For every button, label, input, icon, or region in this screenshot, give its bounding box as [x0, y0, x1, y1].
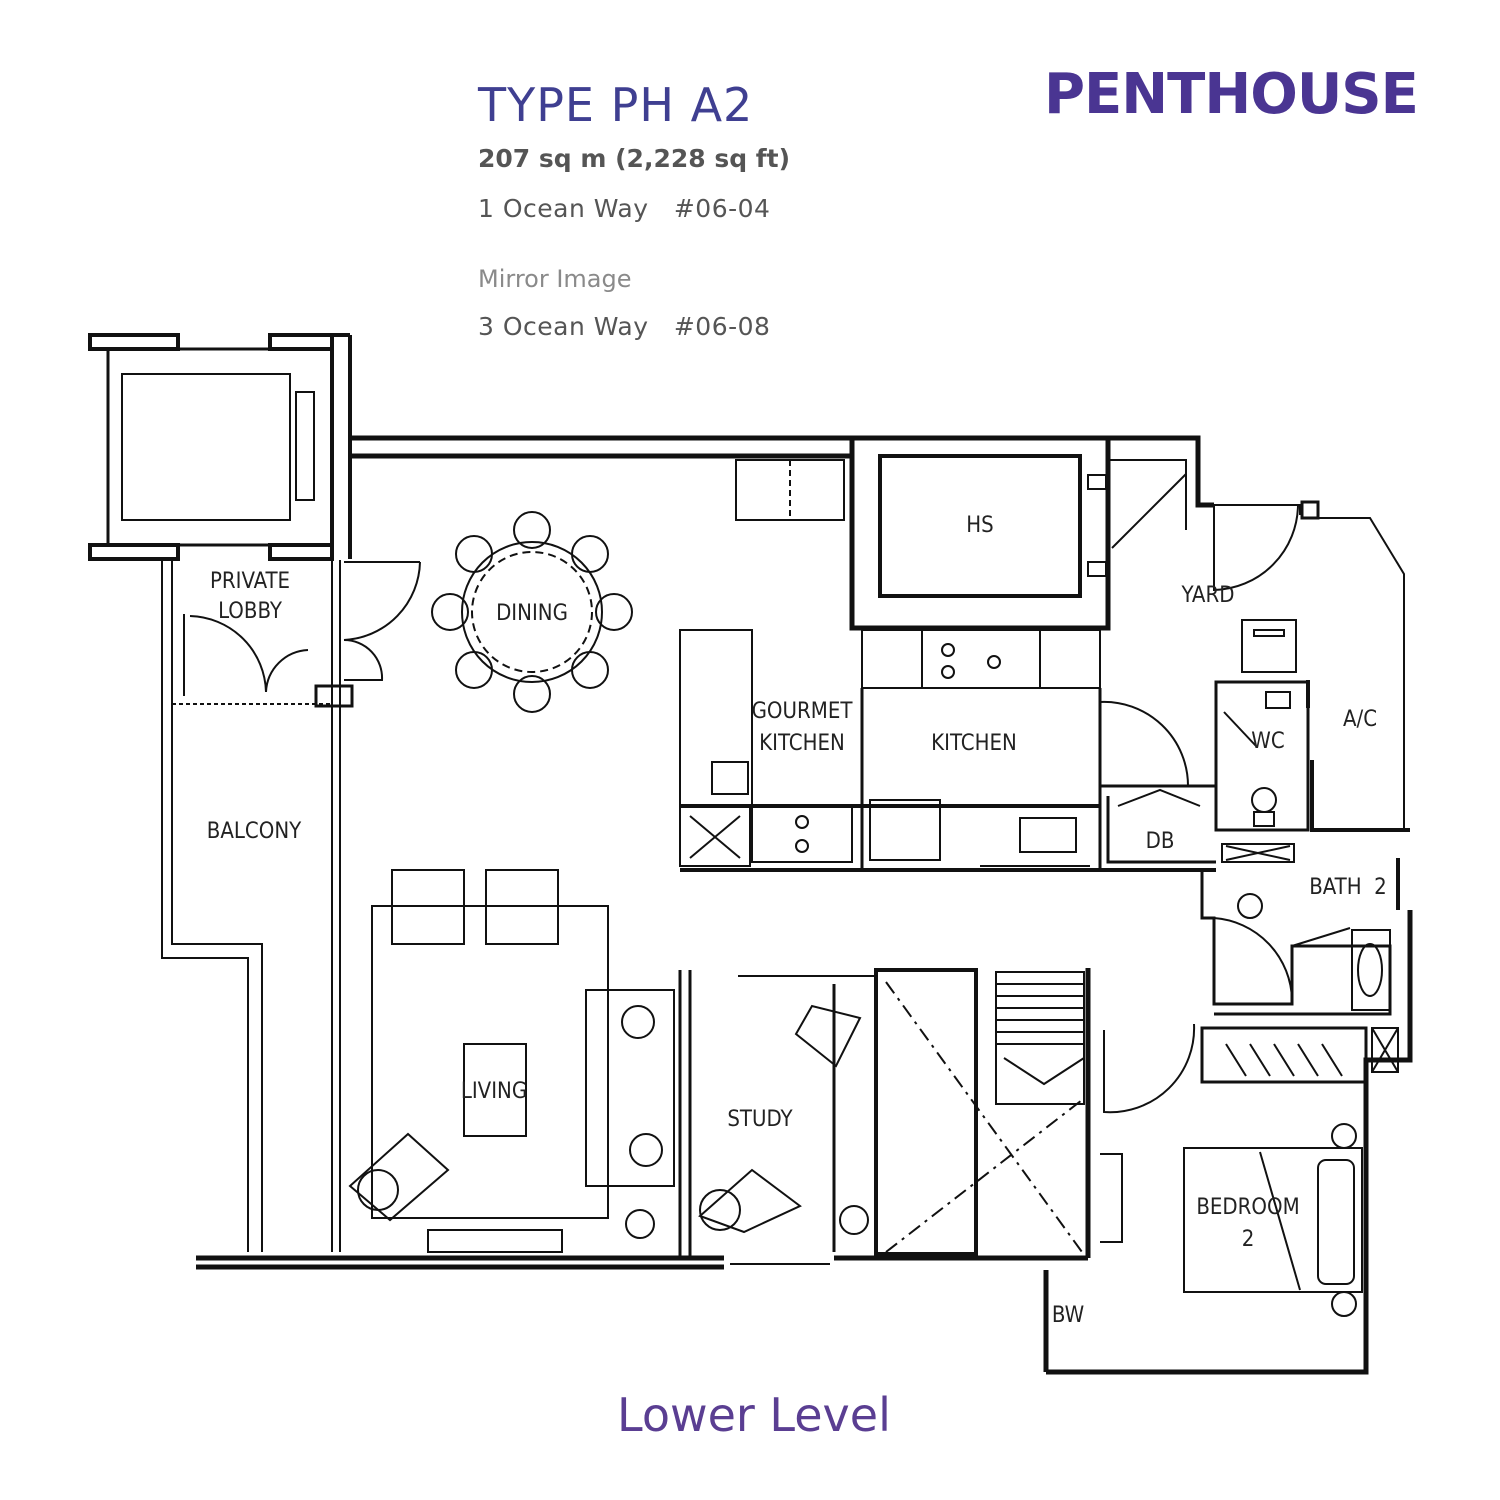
living-area [348, 869, 692, 1258]
label-bath2: BATH 2 [1309, 875, 1387, 900]
label-living: LIVING [461, 1079, 527, 1104]
label-bedroom2-number: 2 [1242, 1227, 1255, 1252]
label-dining: DINING [496, 601, 568, 626]
terrace-block [88, 333, 352, 561]
level-label: Lower Level [617, 1388, 891, 1442]
label-gourmet-kitchen: GOURMET [752, 699, 854, 724]
label-db: DB [1146, 829, 1175, 854]
label-gourmet-kitchen-2: KITCHEN [759, 731, 845, 756]
label-private-lobby: PRIVATE [210, 569, 290, 594]
label-yard: YARD [1181, 583, 1235, 608]
label-hs: HS [966, 513, 993, 538]
unit-area: 207 sq m (2,228 sq ft) [478, 144, 791, 173]
dining-set [431, 511, 633, 713]
label-bedroom2: BEDROOM [1196, 1195, 1299, 1220]
household-shelter [849, 435, 1187, 631]
label-kitchen: KITCHEN [931, 731, 1017, 756]
bath2-area [1200, 858, 1400, 1016]
service-area [1100, 500, 1410, 864]
label-ac: A/C [1343, 707, 1377, 732]
stair-void [738, 968, 1085, 1256]
label-balcony: BALCONY [207, 819, 302, 844]
label-bw: BW [1052, 1303, 1084, 1328]
label-wc: WC [1251, 729, 1284, 754]
kitchen-area [679, 629, 1216, 872]
bedroom2-area [1100, 1023, 1399, 1317]
unit-type-title: TYPE PH A2 [478, 78, 754, 132]
address-mirror: 3 Ocean Way #06-08 [478, 312, 771, 341]
mirror-image-label: Mirror Image [478, 265, 632, 293]
penthouse-brand: PENTHOUSE [1044, 62, 1419, 127]
study-area [698, 984, 869, 1265]
label-private-lobby-2: LOBBY [218, 599, 283, 624]
label-study: STUDY [727, 1107, 793, 1132]
balcony-area [161, 560, 421, 1252]
address-primary: 1 Ocean Way #06-04 [478, 194, 771, 223]
